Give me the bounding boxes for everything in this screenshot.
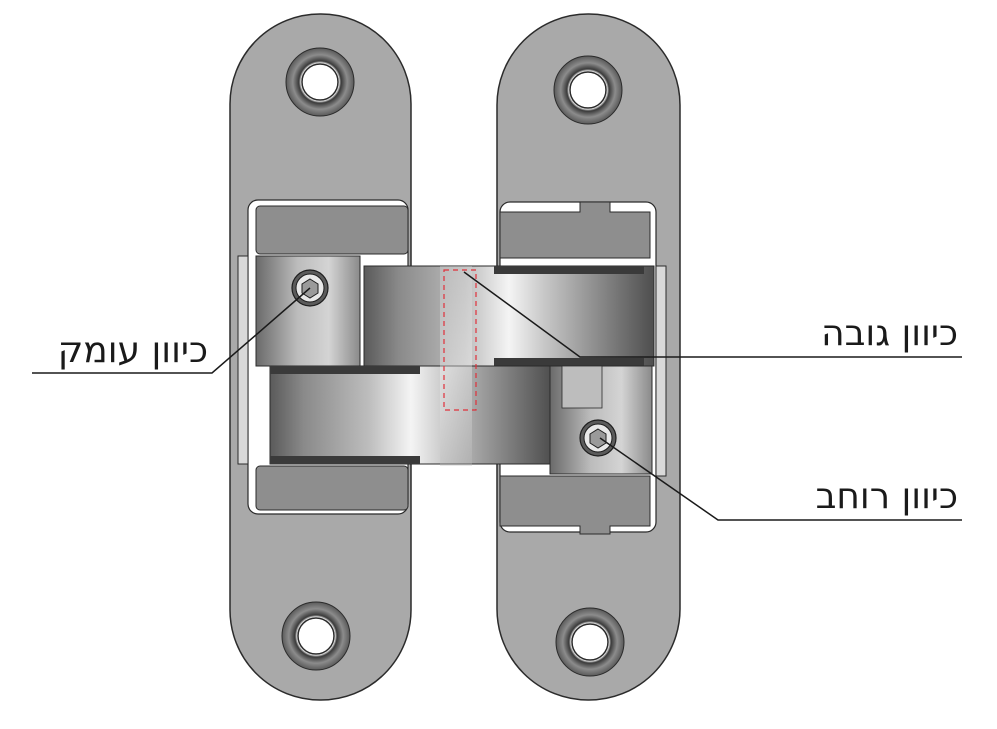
mounting-hole-icon	[555, 607, 625, 677]
hidden-height-screw	[443, 269, 477, 411]
leader-height	[463, 271, 962, 358]
hex-socket-screw-icon	[579, 419, 617, 457]
mounting-hole-icon	[553, 55, 623, 125]
leader-depth	[32, 287, 311, 374]
label-depth-adjustment: כיוון עומק	[58, 330, 208, 371]
leader-lines	[32, 271, 962, 521]
mounting-hole-icon	[285, 47, 355, 117]
label-height-adjustment: כיוון גובה	[821, 313, 958, 354]
mounting-hole-icon	[281, 601, 351, 671]
hinge-mechanism	[255, 255, 655, 475]
leader-width	[599, 437, 962, 521]
label-width-adjustment: כיוון רוחב	[816, 476, 958, 517]
